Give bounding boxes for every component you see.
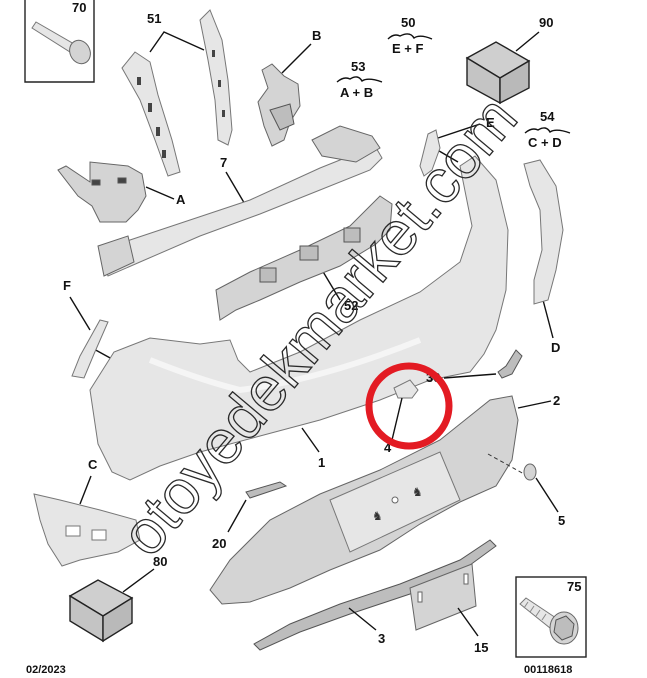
part-2-diffuser[interactable]: 2 ♞ ♞	[209, 393, 560, 605]
callout-D: D	[551, 340, 560, 355]
part-B[interactable]: B	[257, 28, 321, 147]
part-75-box[interactable]: 75	[515, 576, 587, 658]
part-80-cube[interactable]: 80	[68, 554, 167, 643]
part-C[interactable]: C	[33, 457, 141, 567]
callout-7: 7	[220, 155, 227, 170]
kit-50-number: 50	[401, 15, 415, 30]
callout-C: C	[88, 457, 98, 472]
callout-75: 75	[567, 579, 581, 594]
part-7[interactable]: 7	[97, 125, 383, 277]
callout-B: B	[312, 28, 321, 43]
callout-A: A	[176, 192, 186, 207]
part-70-box[interactable]: 70	[24, 0, 95, 83]
callout-F: F	[63, 278, 71, 293]
screw-icon	[519, 597, 579, 645]
kit-54-number: 54	[540, 109, 555, 124]
lion-emblem-icon: ♞	[412, 485, 423, 499]
part-1-bumper-cover[interactable]: 1	[89, 155, 509, 481]
callout-80: 80	[153, 554, 167, 569]
callout-90: 90	[539, 15, 553, 30]
callout-52: 52	[344, 298, 358, 313]
lion-emblem-icon: ♞	[372, 509, 383, 523]
part-51[interactable]: 51	[121, 9, 233, 177]
kit-53: 53 A + B	[336, 59, 383, 100]
part-A[interactable]: A	[57, 161, 186, 223]
part-52[interactable]: 52	[215, 195, 393, 321]
part-4[interactable]: 4	[384, 379, 419, 455]
part-15[interactable]: 15	[409, 563, 488, 655]
reference-number: 00118618	[524, 664, 572, 676]
callout-1: 1	[318, 455, 325, 470]
part-20[interactable]: 20	[212, 481, 288, 551]
part-5[interactable]: 5	[487, 453, 565, 528]
callout-5: 5	[558, 513, 565, 528]
kit-53-number: 53	[351, 59, 365, 74]
kit-54: 54 C + D	[524, 109, 571, 150]
callout-70: 70	[72, 0, 86, 15]
callout-2: 2	[553, 393, 560, 408]
callout-20: 20	[212, 536, 226, 551]
rivet-icon	[31, 21, 91, 65]
callout-4: 4	[384, 440, 392, 455]
part-E[interactable]: E	[419, 115, 495, 177]
highlight-circle	[365, 362, 453, 450]
part-F[interactable]: F	[63, 278, 113, 379]
date-code: 02/2023	[26, 664, 66, 676]
kit-54-contents: C + D	[528, 135, 562, 150]
part-3[interactable]: 3	[253, 539, 497, 651]
kit-50-contents: E + F	[392, 41, 423, 56]
callout-15: 15	[474, 640, 488, 655]
kit-53-contents: A + B	[340, 85, 373, 100]
part-D[interactable]: D	[523, 159, 564, 355]
part-90-cube[interactable]: 90	[465, 15, 553, 105]
callout-51: 51	[147, 11, 161, 26]
callout-3: 3	[378, 631, 385, 646]
kit-50: 50 E + F	[387, 15, 433, 56]
callout-E: E	[486, 115, 495, 130]
